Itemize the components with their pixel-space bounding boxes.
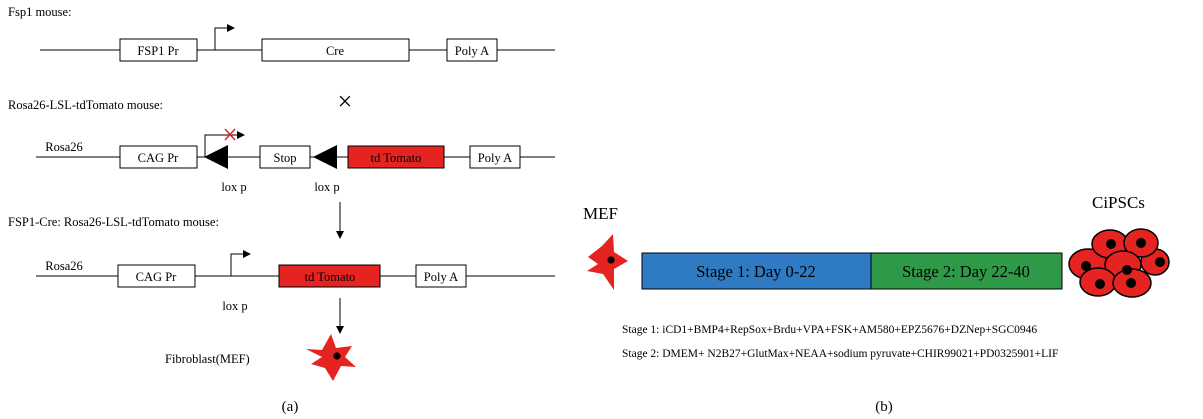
cross-tdtomato-label: td Tomato <box>305 270 356 284</box>
cipscs-label: CiPSCs <box>1092 193 1145 212</box>
fibroblast-cell-icon <box>306 334 356 381</box>
fibroblast-nucleus <box>333 352 341 360</box>
rosa-cag-box <box>119 145 198 169</box>
loxp-triangle-1 <box>204 145 228 169</box>
mef-cell-icon <box>587 234 628 290</box>
cross-symbol: × <box>338 87 353 116</box>
loxp-triangle-2 <box>313 145 337 169</box>
stage2-bar-label: Stage 2: Day 22-40 <box>902 262 1030 281</box>
cross-mouse-title: FSP1-Cre: Rosa26-LSL-tdTomato mouse: <box>8 215 219 229</box>
stage1-recipe: Stage 1: iCD1+BMP4+RepSox+Brdu+VPA+FSK+A… <box>622 324 1037 336</box>
cross-tdtomato-box <box>278 264 381 288</box>
panel-b-caption: (b) <box>875 399 893 415</box>
rosa-loxp-label-2: lox p <box>314 180 339 194</box>
fsp1-tss-arrow <box>214 24 235 50</box>
stage1-bar-label: Stage 1: Day 0-22 <box>696 262 816 281</box>
stage2-recipe: Stage 2: DMEM+ N2B27+GlutMax+NEAA+sodium… <box>622 348 1058 360</box>
fsp1-mouse-title: Fsp1 mouse: <box>8 5 72 19</box>
cross-rosa26-label: Rosa26 <box>45 259 83 273</box>
cross-cag-label: CAG Pr <box>136 270 177 284</box>
rosa-mouse-title: Rosa26-LSL-tdTomato mouse: <box>8 98 163 112</box>
fsp1-polya-box <box>446 38 498 62</box>
cipscs-nuclei <box>1081 238 1165 289</box>
rosa-cag-label: CAG Pr <box>138 151 179 165</box>
stop-label: Stop <box>274 151 297 165</box>
rosa-tdtomato-box <box>347 145 445 169</box>
fibroblast-label: Fibroblast(MEF) <box>165 352 250 366</box>
fsp1-polya-label: Poly A <box>455 44 489 58</box>
stop-box <box>259 145 311 169</box>
fsp1-promoter-label: FSP1 Pr <box>137 44 179 58</box>
rosa-polya-label: Poly A <box>478 151 512 165</box>
cross-loxp-label: lox p <box>222 299 247 313</box>
stage2-bar <box>870 252 1063 290</box>
rosa-polya-box <box>469 145 521 169</box>
cre-box <box>261 38 410 62</box>
rosa-tdtomato-label: td Tomato <box>371 151 422 165</box>
panel-b: MEF Stage 1: Day 0-22 Stage 2: Day 22-40… <box>583 193 1170 415</box>
cross-tss-arrow <box>230 250 251 276</box>
mef-nucleus <box>607 256 615 264</box>
mef-label: MEF <box>583 204 618 223</box>
cross-cag-box <box>117 264 196 288</box>
cre-label: Cre <box>326 44 345 58</box>
blocked-x-icon <box>224 128 236 141</box>
panel-a: Fsp1 mouse: FSP1 Pr Cre Poly A × Rosa26-… <box>8 5 555 415</box>
panel-a-caption: (a) <box>282 399 299 415</box>
fsp1-promoter-box <box>119 38 198 62</box>
cross-polya-label: Poly A <box>424 270 458 284</box>
cross-polya-box <box>415 264 467 288</box>
rosa-loxp-label-1: lox p <box>221 180 246 194</box>
stage1-bar <box>641 252 872 290</box>
rosa-rosa26-label: Rosa26 <box>45 140 83 154</box>
